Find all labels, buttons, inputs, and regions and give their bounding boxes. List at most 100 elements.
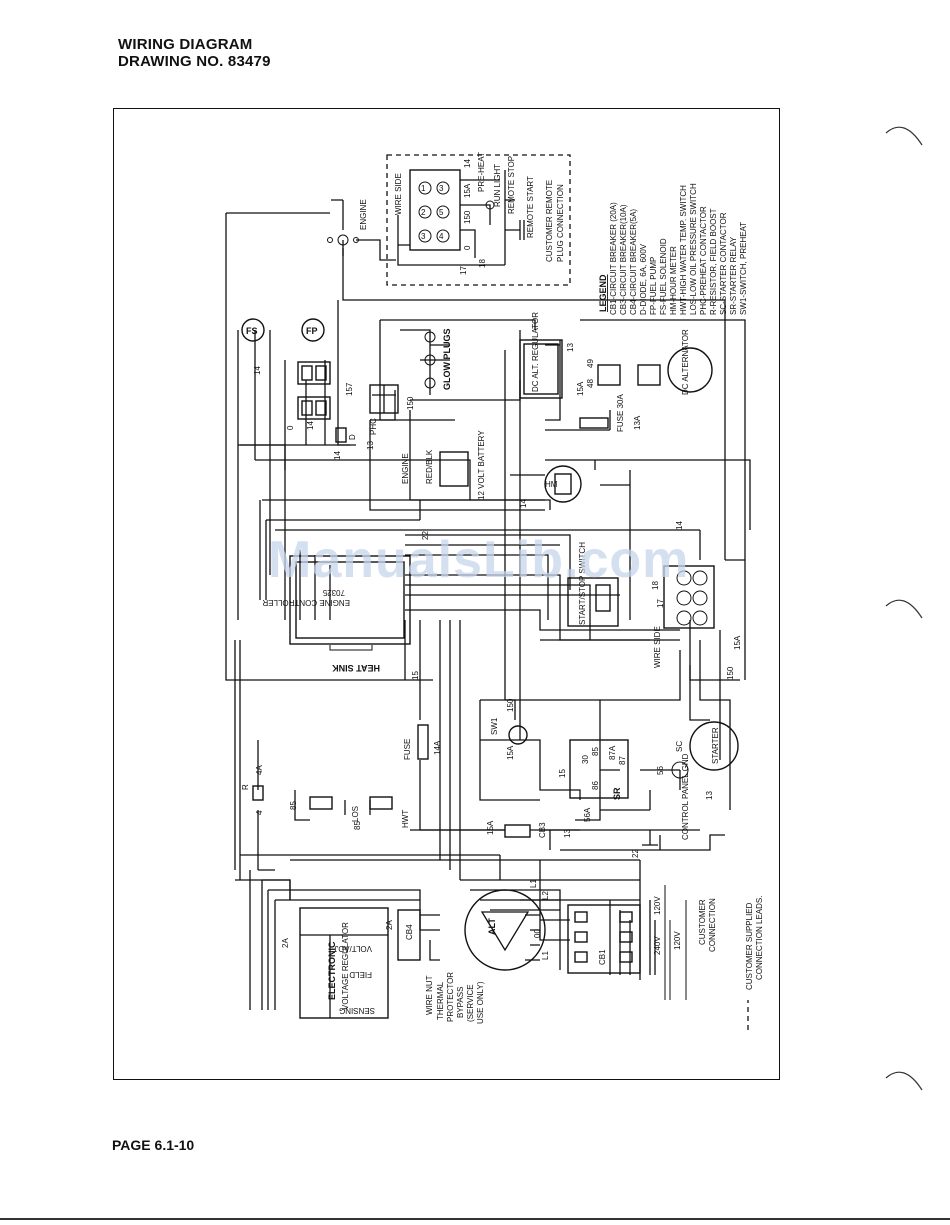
remote-stop: REMOTE STOP — [507, 156, 516, 214]
control-panel-gnd-label: CONTROL PANEL GND — [681, 753, 690, 840]
customer-supplied-label: CONNECTION LEADS. — [755, 896, 764, 980]
wire-label: 85 — [353, 821, 362, 830]
thermal-label: (SERVICE — [466, 984, 475, 1022]
evr-field-label: FIELD — [349, 970, 372, 979]
fs-label: FS — [246, 326, 258, 336]
diagram-frame — [113, 108, 780, 1080]
wire-label: 2A — [281, 938, 290, 948]
cb3-breaker: CB3 — [504, 822, 547, 838]
wire-label: 87 — [618, 756, 627, 765]
hwt-label: HWT — [401, 810, 410, 828]
legend-item: CB4-CIRCUIT BREAKER(5A) — [629, 209, 638, 315]
wire-label: L1 — [529, 879, 538, 888]
fuse-30a: FUSE 30A — [579, 394, 625, 432]
voltage-label: 120V — [673, 931, 682, 950]
wire-label: L1 — [541, 951, 550, 960]
hwt-switch: HWT — [369, 796, 410, 828]
evr-sensing-label: SENSING — [339, 1006, 375, 1015]
thermal-label: THERMAL — [436, 981, 445, 1020]
remote-wire-side: WIRE SIDE — [394, 173, 403, 215]
hm-label: HM — [545, 480, 558, 489]
starter-label: STARTER — [711, 727, 720, 764]
glow-plugs-label: GLOW PLUGS — [442, 329, 452, 391]
sc-label: SC — [675, 741, 684, 752]
wire-label: 4A — [255, 765, 264, 775]
svg-text:3: 3 — [421, 232, 426, 241]
cb4-label: CB4 — [405, 924, 414, 940]
phc-label: PHC — [369, 418, 378, 435]
start-stop-switch: START/STOP SWITCH — [567, 542, 619, 627]
controller-number: 70325 — [322, 588, 345, 597]
remote-wire-label: 15A — [463, 183, 472, 198]
evr-label-1: ELECTRONIC — [327, 941, 337, 1000]
resistor-label: R — [241, 784, 250, 790]
punch-curl — [885, 126, 923, 146]
wire-label: 30 — [581, 755, 590, 764]
wire-label: 157 — [345, 382, 354, 396]
engine-gnd-label: ENGINE — [401, 453, 410, 484]
legend-item: HM-HOUR METER — [669, 246, 678, 315]
drawing-title: WIRING DIAGRAM — [118, 36, 253, 53]
engine-label: ENGINE — [359, 199, 368, 230]
voltage-label: 240V — [653, 936, 662, 955]
wire-label: 15A — [486, 820, 495, 835]
fuse-30a-label: FUSE 30A — [616, 394, 625, 432]
remote-run-light: RUN LIGHT — [493, 164, 502, 207]
legend-item: FP-FUEL PUMP — [649, 257, 658, 315]
wire-label: 13 — [705, 791, 714, 800]
legend-item: CB3-CIRCUIT BREAKER(10A) — [619, 204, 628, 315]
legend-item: SR-STARTER RELAY — [729, 236, 738, 315]
svg-text:4: 4 — [439, 232, 444, 241]
wire-nut-label: WIRE NUT — [425, 975, 434, 1015]
svg-text:2: 2 — [421, 208, 426, 217]
dc-alternator-label: DC ALTERNATOR — [681, 329, 690, 395]
wire-side-label: WIRE SIDE — [653, 626, 662, 668]
cb3-label: CB3 — [538, 822, 547, 838]
fuel-pump: FP — [301, 318, 325, 342]
wire-label: L2 — [541, 891, 550, 900]
wire-label: 13 — [566, 343, 575, 352]
cb4-breaker: CB4 — [397, 909, 421, 961]
dc-alt-regulator-label: DC ALT. REGULATOR — [531, 312, 540, 392]
wire-label: 85 — [289, 801, 298, 810]
engine-controller: ENGINE CONTROLLER 70325 HEAT SINK — [262, 555, 411, 673]
fp-label: FP — [306, 326, 318, 336]
heat-sink-label: HEAT SINK — [332, 663, 380, 673]
legend-item: SC-STARTER CONTACTOR — [719, 212, 728, 315]
los-label: LOS — [351, 806, 360, 822]
wire-label: 150 — [406, 396, 415, 410]
remote-wire-label: 0 — [463, 245, 472, 250]
remote-wire-label: 14 — [463, 159, 472, 168]
remote-wire-label: 18 — [478, 259, 487, 268]
control-panel-gnd: CONTROL PANEL GND — [642, 753, 690, 846]
fuse-14a: FUSE 14A — [403, 724, 442, 760]
bottom-edge — [0, 1218, 950, 1220]
wire-label: 13A — [633, 415, 642, 430]
punch-curl — [885, 1071, 923, 1091]
starter-relay: SR — [569, 739, 629, 800]
wire-label: 86 — [591, 781, 600, 790]
fuel-solenoid: FS 14 — [241, 318, 265, 375]
cb1-breaker: CB1 — [567, 904, 641, 974]
evr-volt-label: VOLT/ADJ — [334, 944, 372, 953]
engine-controller-label: ENGINE CONTROLLER — [262, 598, 350, 607]
thermal-label: USE ONLY) — [476, 981, 485, 1024]
legend-item: LOS-LOW OIL PRESSURE SWITCH — [689, 183, 698, 315]
svg-text:3: 3 — [439, 184, 444, 193]
wire-label: 56A — [583, 807, 592, 822]
battery: ENGINE RED/BLK 12 VOLT BATTERY — [401, 430, 486, 500]
legend-item: PHC-PREHEAT CONTACTOR — [699, 206, 708, 315]
sr-label: SR — [612, 787, 622, 800]
wire-label: 17 — [656, 599, 665, 608]
remote-wire-label: 150 — [463, 210, 472, 224]
preheat-contactor: PHC — [369, 384, 399, 435]
wire-label: 14 — [675, 521, 684, 530]
bottom-notes: WIRE NUT THERMAL PROTECTOR BYPASS (SERVI… — [425, 885, 764, 1030]
glow-plugs: GLOW PLUGS — [424, 329, 452, 391]
legend-title: LEGEND — [598, 274, 608, 312]
remote-wire-label: 17 — [459, 266, 468, 275]
remote-caption-2: PLUG CONNECTION — [556, 184, 565, 262]
wire-label: 15A — [733, 635, 742, 650]
svg-text:5: 5 — [439, 208, 444, 217]
